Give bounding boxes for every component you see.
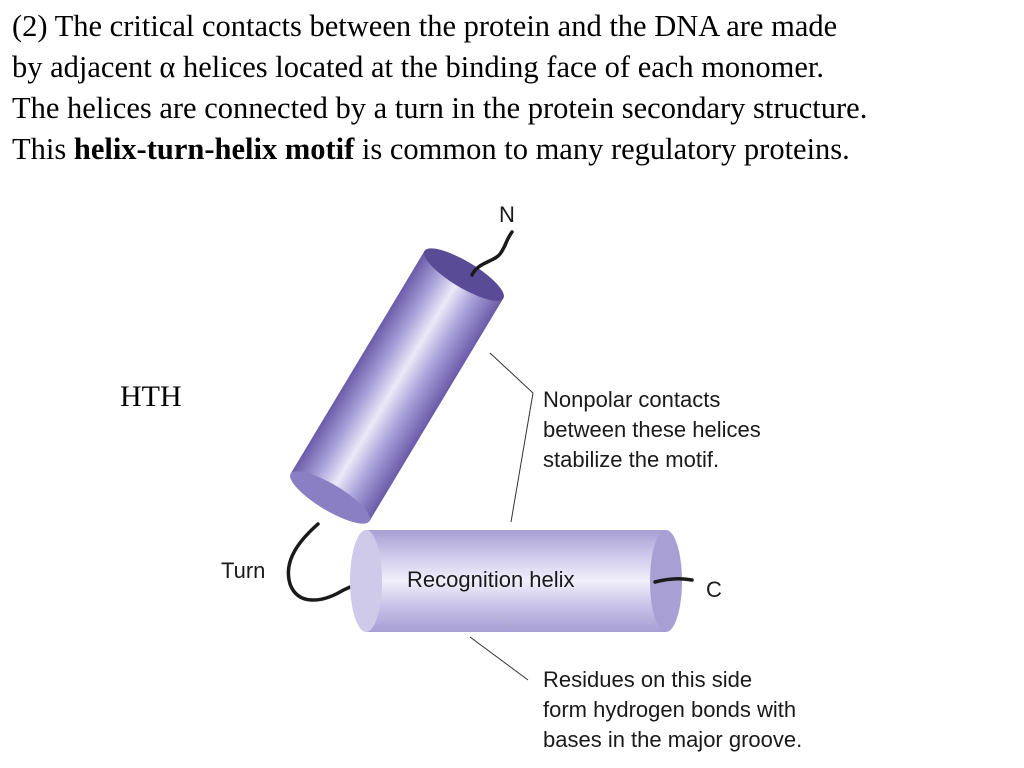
residues-note-line-2: form hydrogen bonds with: [543, 697, 796, 722]
nonpolar-note: Nonpolar contacts between these helices …: [543, 387, 767, 472]
text-line-2: by adjacent α helices located at the bin…: [12, 50, 825, 84]
motif-term: helix-turn-helix motif: [73, 132, 355, 166]
c-terminus-label: C: [706, 577, 722, 602]
helix-1-end-cap: [423, 248, 504, 301]
text-line-4-post: is common to many regulatory proteins.: [354, 132, 850, 166]
text-line-1: (2) The critical contacts between the pr…: [12, 9, 838, 43]
text-line-4: This helix-turn-helix motif is common to…: [12, 129, 1012, 170]
recognition-helix-label: Recognition helix: [407, 567, 575, 592]
residues-leader-line: [469, 636, 529, 681]
residues-note: Residues on this side form hydrogen bond…: [543, 667, 802, 752]
hth-label: HTH: [120, 380, 182, 413]
residues-note-line-3: bases in the major groove.: [543, 727, 802, 752]
n-terminus-label: N: [499, 202, 515, 227]
helix-1-cylinder: [290, 248, 504, 524]
text-line-3: The helices are connected by a turn in t…: [12, 91, 868, 125]
text-line-4-pre: This: [12, 132, 74, 166]
residues-note-line-1: Residues on this side: [543, 667, 752, 692]
nonpolar-note-line-2: between these helices: [543, 417, 761, 442]
nonpolar-note-line-3: stabilize the motif.: [543, 447, 719, 472]
nonpolar-bracket: [489, 352, 534, 523]
turn-label: Turn: [221, 558, 265, 583]
nonpolar-note-line-1: Nonpolar contacts: [543, 387, 720, 412]
slide-body-text: (2) The critical contacts between the pr…: [12, 6, 1012, 170]
recognition-helix-cylinder: [350, 530, 682, 632]
c-terminus-tail: [653, 576, 694, 584]
n-terminus-tail: [470, 230, 514, 277]
